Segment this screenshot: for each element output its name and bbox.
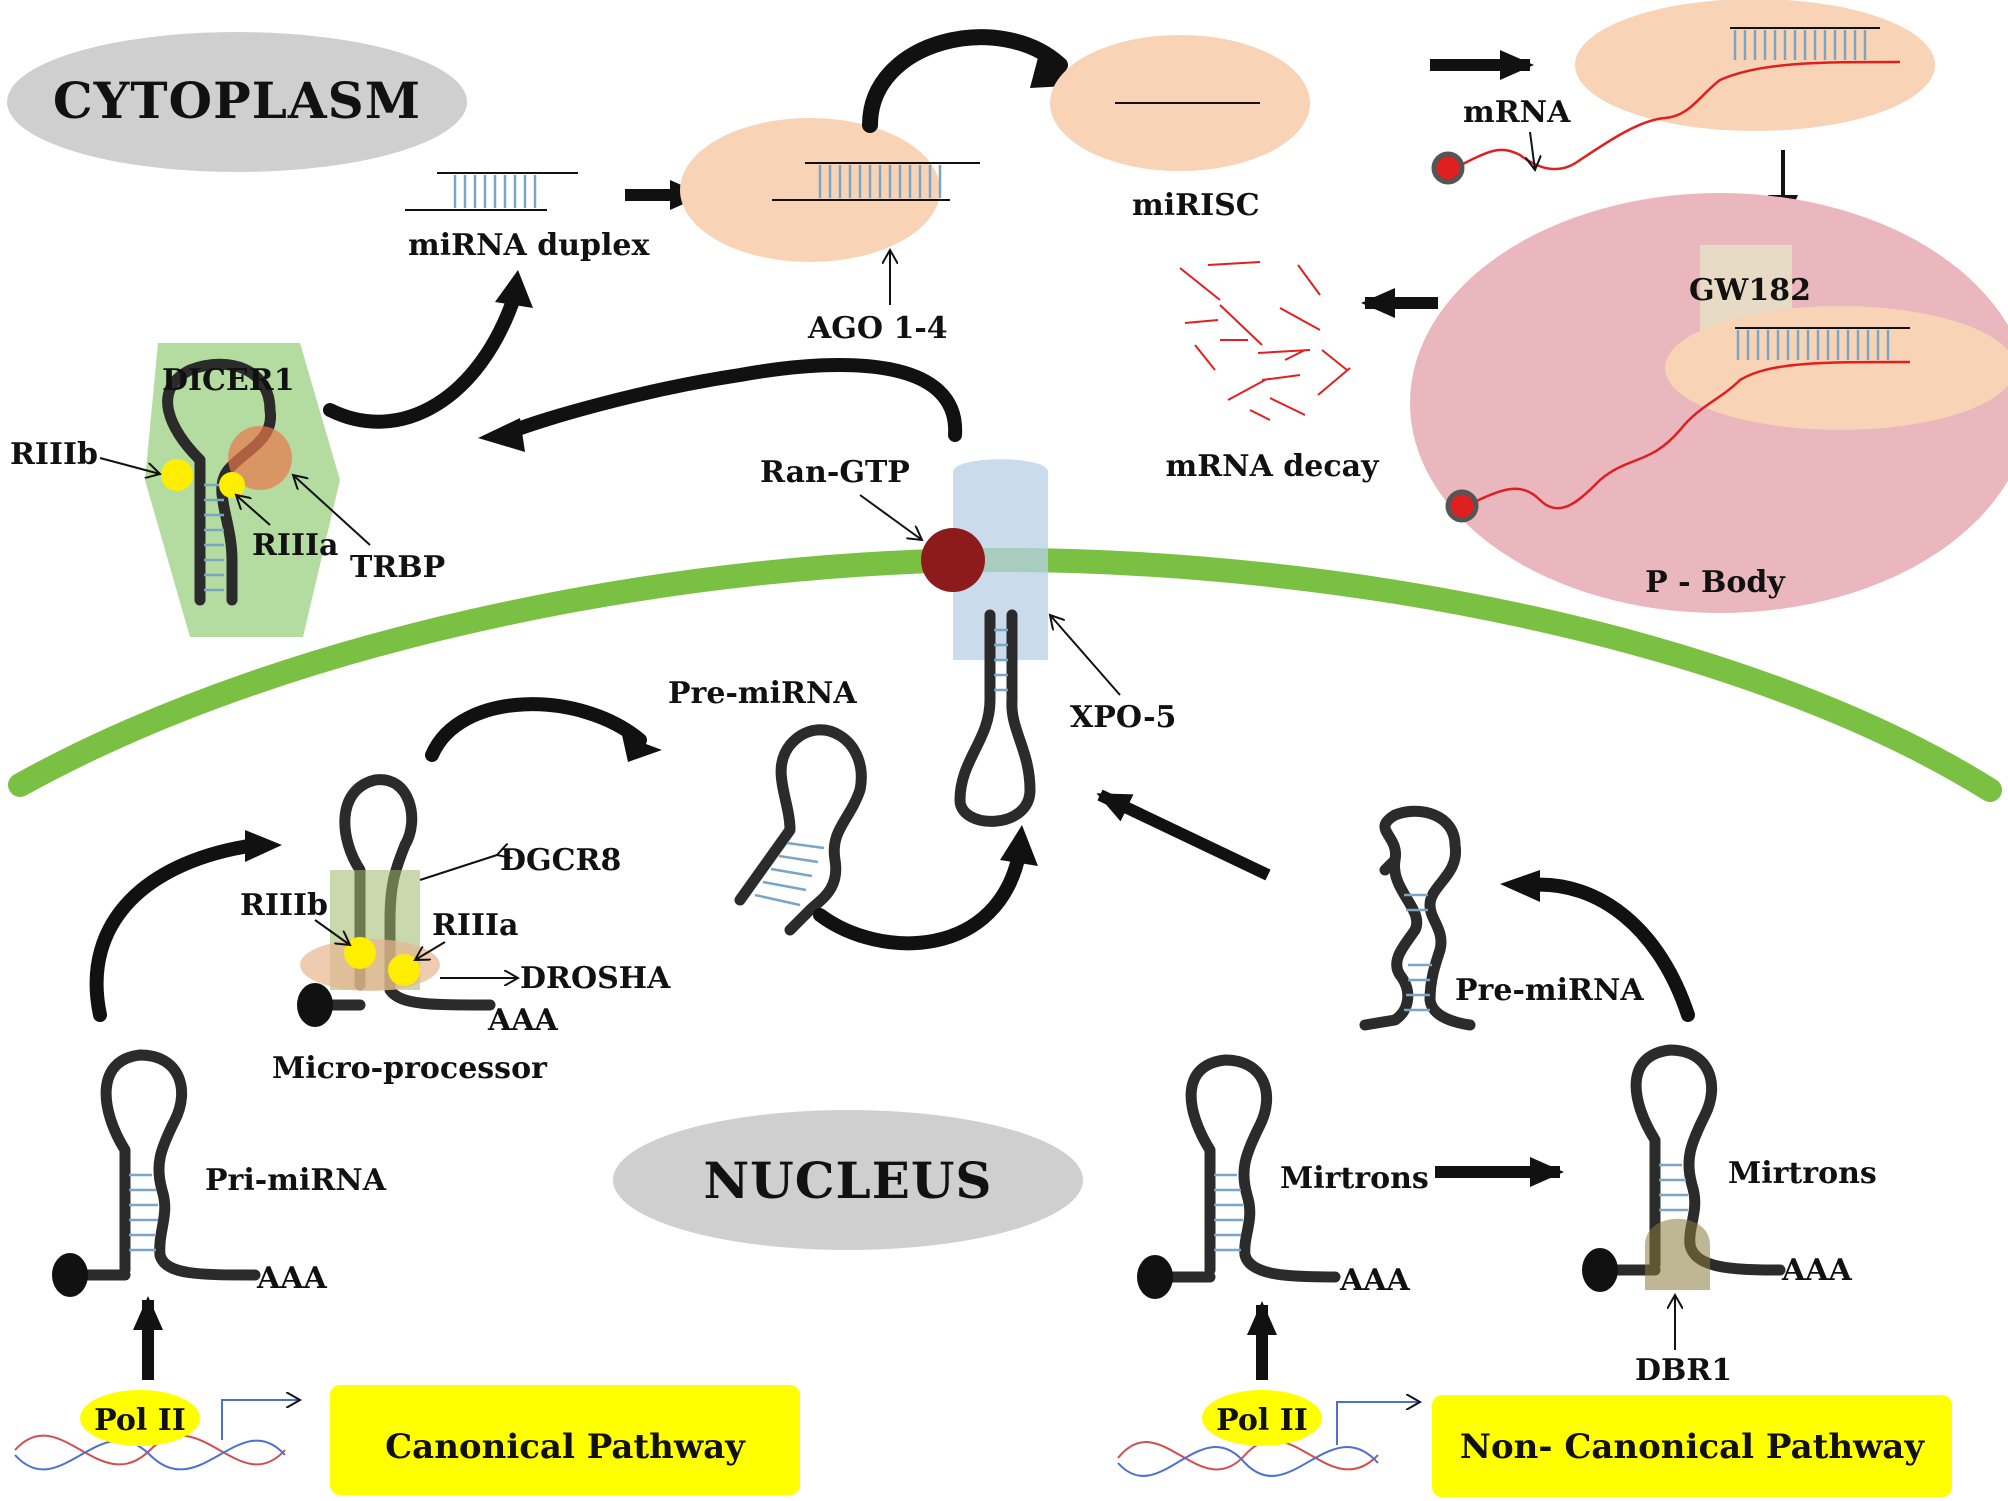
mirtron-1-rungs <box>1214 1173 1243 1252</box>
dicer-riiia-domain <box>219 472 245 498</box>
pbody-mrna-cap <box>1445 489 1479 523</box>
arrowhead-dicer-to-duplex <box>495 270 533 308</box>
arrowhead-microprocessor-to-pre-mirna <box>622 735 662 762</box>
tss-arrow-right <box>1336 1402 1420 1445</box>
xpo5-tube <box>953 459 1048 660</box>
svg-text:CYTOPLASM: CYTOPLASM <box>53 71 421 130</box>
non-canonical-pathway-box: Non- Canonical Pathway <box>1432 1395 1952 1497</box>
ran-gtp-label: Ran-GTP <box>760 455 910 490</box>
micro-riiib-label: RIIIb <box>240 888 328 923</box>
arrow-pre-mirna-right-to-export <box>1096 789 1271 881</box>
dicer-riiib-domain <box>161 459 193 491</box>
arrow-pri-to-microprocessor <box>89 838 262 1022</box>
mirtron-primary: Mirtrons AAA <box>1137 1054 1429 1299</box>
dbr1-protein <box>1645 1218 1710 1290</box>
svg-text:NUCLEUS: NUCLEUS <box>703 1151 992 1210</box>
arrow-dicer-to-duplex <box>323 288 522 429</box>
mirtron-2-aaa-label: AAA <box>1781 1253 1853 1288</box>
pre-mirna-top-label: Pre-miRNA <box>668 676 857 711</box>
ago-loading-complex: AGO 1-4 <box>680 118 980 346</box>
canonical-pathway-label: Canonical Pathway <box>385 1427 746 1467</box>
pri-aaa-label: AAA <box>256 1261 328 1296</box>
micro-cap <box>297 983 333 1027</box>
tss-arrow-left <box>221 1400 300 1440</box>
xpo5-export-complex: Ran-GTP XPO-5 <box>760 455 1176 827</box>
promoter-left: Pol II <box>14 1390 300 1471</box>
pri-cap <box>52 1253 88 1297</box>
dbr1-label: DBR1 <box>1635 1353 1732 1388</box>
cytoplasm-label: CYTOPLASM <box>7 32 467 172</box>
p-body-label: P - Body <box>1645 565 1786 600</box>
canonical-pathway-box: Canonical Pathway <box>330 1385 800 1495</box>
duplex-rungs <box>453 175 537 208</box>
micro-aaa-label: AAA <box>487 1003 559 1038</box>
drosha-label: DROSHA <box>520 961 671 996</box>
pri-mirna-label: Pri-miRNA <box>205 1163 387 1198</box>
dicer-riiib-label: RIIIb <box>10 437 98 472</box>
ago-duplex-rungs <box>818 165 942 198</box>
trbp-protein <box>228 426 292 490</box>
pri-mirna: Pri-miRNA AAA <box>52 1049 387 1297</box>
promoter-right: Pol II <box>1117 1390 1420 1477</box>
arrow-microprocessor-to-pre-mirna <box>425 697 647 762</box>
pol-ii-right-label: Pol II <box>1216 1403 1308 1438</box>
dicer-riiia-label: RIIIa <box>252 528 338 563</box>
micro-riiia-domain <box>388 954 420 986</box>
mirisc-complex: miRISC <box>1050 35 1310 223</box>
mirtron-1-cap <box>1137 1255 1173 1299</box>
arrowhead-pri-to-microprocessor <box>245 830 282 862</box>
mirisc-mrna-complex: mRNA <box>1431 0 1935 185</box>
dicer1-complex: DICER1 RIIIb RIIIa TRBP <box>10 343 445 637</box>
mrna-decay-label: mRNA decay <box>1165 449 1380 484</box>
gw182-label: GW182 <box>1689 273 1811 308</box>
arrow-mirtron-to-pre-mirna <box>1523 877 1695 1022</box>
arrow-pre-mirna-to-xpo5 <box>813 843 1027 951</box>
dgcr8-label: DGCR8 <box>500 843 621 878</box>
xpo5-label: XPO-5 <box>1070 700 1176 735</box>
pre-mirna-right-label: Pre-miRNA <box>1455 973 1644 1008</box>
mirisc-label: miRISC <box>1132 188 1260 223</box>
mrna-decay-fragments <box>1179 261 1351 421</box>
pbody-mrna-strand <box>1467 360 1911 510</box>
mrna-cap <box>1431 151 1465 185</box>
non-canonical-pathway-label: Non- Canonical Pathway <box>1460 1427 1925 1467</box>
arrowhead-pre-mirna-to-xpo5 <box>1000 825 1038 866</box>
pol-ii-left-label: Pol II <box>94 1403 186 1438</box>
pri-rungs <box>129 1173 158 1252</box>
p-body: GW182 P - Body <box>1410 193 2008 613</box>
arrowhead-mirtron-to-pre-mirna <box>1500 870 1540 902</box>
pre-mirna-right: Pre-miRNA <box>1359 805 1644 1031</box>
mirtron-2-cap <box>1582 1248 1618 1292</box>
arrow-export-to-dicer <box>503 358 963 442</box>
mirna-duplex-label: miRNA duplex <box>408 228 650 263</box>
arrow-ago-to-mirisc <box>862 29 1068 133</box>
arrowhead-export-to-dicer <box>478 418 525 452</box>
mirtron-1-aaa-label: AAA <box>1339 1263 1411 1298</box>
pre-mirna-central: Pre-miRNA <box>668 676 867 936</box>
xpo5-rungs <box>994 628 1008 692</box>
pre-mirna-right-rungs <box>1404 893 1432 1012</box>
dicer1-label: DICER1 <box>162 363 295 398</box>
microprocessor-complex: DGCR8 RIIIb RIIIa DROSHA AAA Micro-proce… <box>240 774 671 1086</box>
mrna-label: mRNA <box>1463 95 1571 130</box>
micro-riiib-domain <box>344 937 376 969</box>
pbody-rungs <box>1736 330 1890 360</box>
nucleus-label: NUCLEUS <box>613 1110 1083 1250</box>
mirtron-spliced: Mirtrons AAA DBR1 <box>1582 1044 1877 1388</box>
ago-label: AGO 1-4 <box>807 311 948 346</box>
ran-gtp-protein <box>921 528 985 592</box>
mirtrons-1-label: Mirtrons <box>1280 1161 1429 1196</box>
micro-riiia-label: RIIIa <box>432 908 518 943</box>
microprocessor-label: Micro-processor <box>272 1051 548 1086</box>
mirna-duplex: miRNA duplex <box>405 172 650 263</box>
mrna-strand <box>1454 60 1901 171</box>
trbp-label: TRBP <box>350 550 445 585</box>
pre-mirna-central-rungs <box>754 841 825 907</box>
mirtron-2-rungs <box>1659 1163 1688 1212</box>
target-rungs <box>1733 30 1867 60</box>
mirtrons-2-label: Mirtrons <box>1728 1156 1877 1191</box>
